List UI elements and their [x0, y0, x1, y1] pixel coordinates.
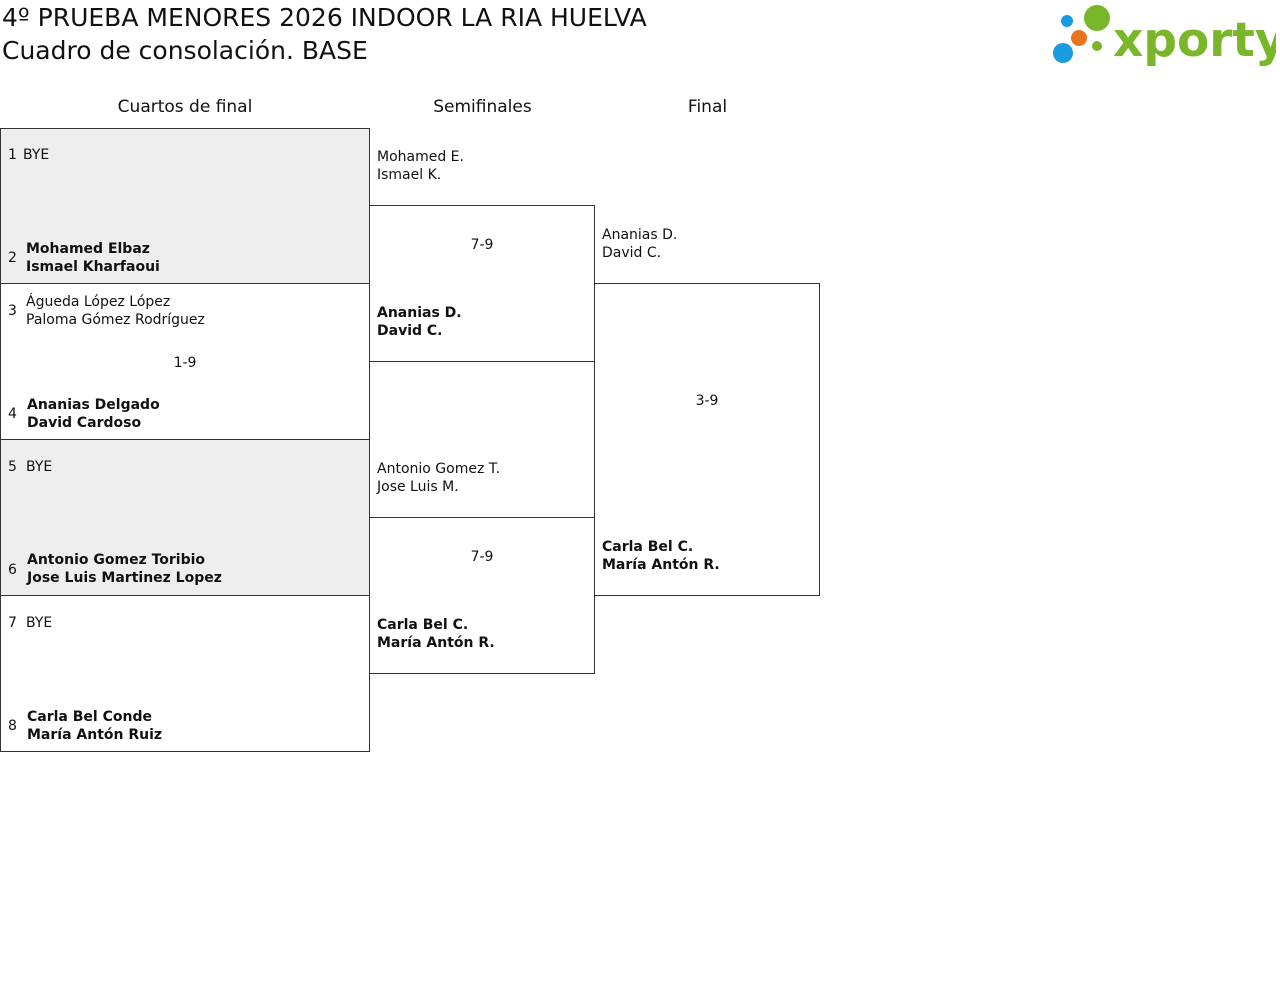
- quarterfinal-match-2: 3 Águeda López López Paloma Gómez Rodríg…: [0, 283, 370, 440]
- player-name: Mohamed Elbaz: [26, 241, 150, 257]
- semifinal-1-top-line1: Mohamed E.: [377, 149, 464, 165]
- round-heading-semifinals: Semifinales: [433, 97, 532, 117]
- match-score: 7-9: [470, 549, 494, 565]
- round-heading-quarterfinals: Cuartos de final: [117, 97, 253, 117]
- match-score: 7-9: [470, 237, 494, 253]
- quarterfinal-match-3: 5 BYE 6 Antonio Gomez Toribio Jose Luis …: [0, 439, 370, 596]
- logo-dot-green-small: [1092, 41, 1102, 51]
- quarterfinal-match-1: 1 BYE 2 Mohamed Elbaz Ismael Kharfaoui: [0, 128, 370, 284]
- player-name: BYE: [23, 147, 50, 163]
- player-name: Jose Luis Martinez Lopez: [27, 570, 222, 586]
- player-name: Águeda López López: [26, 294, 171, 310]
- player-name: Carla Bel Conde: [27, 709, 152, 725]
- semifinal-1-top-line2: Ismael K.: [377, 167, 442, 183]
- semifinal-match-1: 7-9 Ananias D. David C.: [369, 205, 595, 362]
- semifinal-2-top-line2: Jose Luis M.: [377, 479, 459, 495]
- player-name: Paloma Gómez Rodríguez: [26, 312, 205, 328]
- player-name: María Antón R.: [602, 557, 720, 573]
- seed-number: 3: [8, 303, 17, 319]
- xporty-logo: xporty: [1053, 5, 1276, 68]
- logo-dot-blue-small: [1061, 15, 1073, 27]
- player-name: Ananias D.: [377, 305, 462, 321]
- logo-dot-green: [1084, 5, 1110, 31]
- player-name: David C.: [377, 323, 443, 339]
- final-top-line2: David C.: [602, 245, 662, 261]
- tournament-title: 4º PRUEBA MENORES 2026 INDOOR LA RIA HUE…: [2, 3, 647, 32]
- logo-wordmark: xporty: [1113, 13, 1276, 68]
- player-name: Ismael Kharfaoui: [26, 259, 160, 275]
- player-name: BYE: [26, 615, 53, 631]
- player-name: Antonio Gomez Toribio: [27, 552, 206, 568]
- player-name: Ananias Delgado: [27, 397, 160, 413]
- player-name: David Cardoso: [27, 415, 142, 431]
- seed-number: 1: [8, 147, 17, 163]
- quarterfinal-match-4: 7 BYE 8 Carla Bel Conde María Antón Ruiz: [0, 595, 370, 752]
- final-match: 3-9 Carla Bel C. María Antón R.: [594, 283, 820, 596]
- draw-subtitle: Cuadro de consolación. BASE: [2, 36, 368, 65]
- final-top-line1: Ananias D.: [602, 227, 678, 243]
- player-name: Carla Bel C.: [602, 539, 694, 555]
- seed-number: 6: [8, 562, 17, 578]
- match-score: 3-9: [695, 393, 719, 409]
- player-name: BYE: [26, 459, 53, 475]
- player-name: Carla Bel C.: [377, 617, 469, 633]
- player-name: María Antón Ruiz: [27, 727, 163, 743]
- seed-number: 5: [8, 459, 17, 475]
- semifinal-match-2: 7-9 Carla Bel C. María Antón R.: [369, 517, 595, 674]
- player-name: María Antón R.: [377, 635, 495, 651]
- logo-dot-blue: [1053, 43, 1073, 63]
- seed-number: 4: [8, 406, 17, 422]
- semifinal-2-top-line1: Antonio Gomez T.: [377, 461, 501, 477]
- logo-dot-orange: [1071, 30, 1087, 46]
- seed-number: 8: [8, 718, 17, 734]
- match-score: 1-9: [173, 355, 197, 371]
- seed-number: 7: [8, 615, 17, 631]
- seed-number: 2: [8, 250, 17, 266]
- round-heading-final: Final: [687, 97, 728, 117]
